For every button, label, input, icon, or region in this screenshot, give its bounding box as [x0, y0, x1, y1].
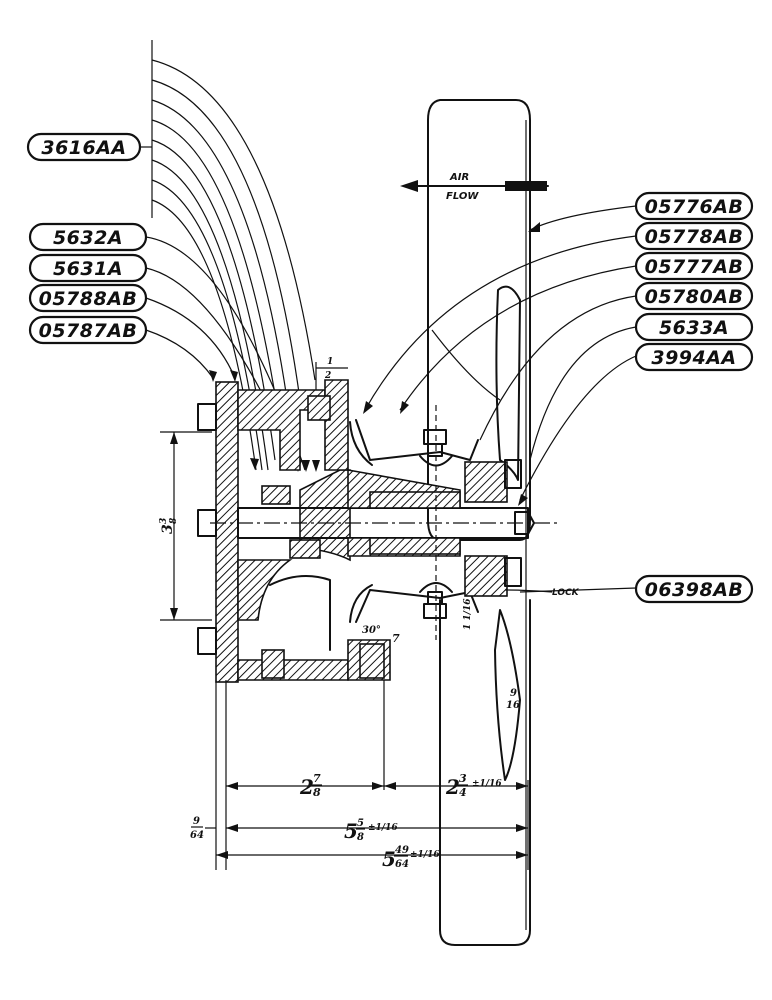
svg-text:7: 7: [313, 772, 321, 785]
dim-half: 1 2: [324, 357, 333, 381]
svg-text:64: 64: [190, 830, 204, 841]
callout-3994AA: 3994AA: [634, 342, 754, 372]
left-leader-lines: [140, 40, 317, 471]
callout-3616AA: 3616AA: [26, 132, 142, 162]
pump-body: [197, 379, 560, 683]
svg-text:05787AB: 05787AB: [39, 320, 138, 342]
svg-text:5632A: 5632A: [53, 227, 123, 249]
svg-text:64: 64: [395, 859, 409, 870]
svg-text:16: 16: [506, 700, 520, 711]
svg-text:9: 9: [193, 816, 200, 827]
lock-label: LOCK: [552, 588, 580, 598]
svg-text:9: 9: [510, 688, 517, 699]
callout-05788AB: 05788AB: [28, 283, 148, 313]
callout-5632A: 5632A: [28, 222, 148, 252]
svg-text:5: 5: [344, 819, 358, 843]
dim-1-1-16: 1 1/16: [463, 598, 473, 630]
right-leader-lines: [364, 205, 637, 593]
svg-text:5: 5: [382, 847, 396, 871]
svg-text:2: 2: [324, 371, 331, 381]
dim-9-64: 9 64: [190, 816, 204, 841]
svg-text:05778AB: 05778AB: [645, 226, 744, 248]
callout-05778AB: 05778AB: [634, 221, 754, 251]
flow-label: FLOW: [446, 191, 479, 202]
svg-text:5: 5: [357, 818, 364, 829]
callout-5631A: 5631A: [28, 253, 148, 283]
svg-text:06398AB: 06398AB: [645, 579, 744, 601]
dim-2-3-4: 2 3 4 ±1/16: [445, 772, 502, 799]
dim-7: 7: [392, 632, 400, 645]
dim-height: 3 3 8: [159, 517, 179, 534]
svg-text:3: 3: [160, 524, 176, 534]
svg-text:05776AB: 05776AB: [645, 196, 744, 218]
right-arrowheads: [363, 222, 540, 506]
svg-text:2: 2: [445, 775, 460, 799]
svg-text:49: 49: [395, 845, 409, 856]
dimension-lines: [160, 367, 529, 870]
callout-05777AB: 05777AB: [634, 251, 754, 281]
svg-text:3616AA: 3616AA: [41, 137, 126, 159]
svg-text:8: 8: [169, 517, 179, 524]
dim-angle: 30°: [362, 625, 381, 636]
svg-text:2: 2: [299, 775, 314, 799]
svg-text:±1/16: ±1/16: [472, 779, 502, 789]
air-label: AIR: [449, 172, 469, 183]
callout-05776AB: 05776AB: [634, 191, 754, 221]
svg-text:3994AA: 3994AA: [651, 347, 736, 369]
svg-text:1: 1: [327, 357, 333, 367]
svg-text:05788AB: 05788AB: [39, 288, 138, 310]
svg-text:3: 3: [159, 518, 169, 524]
fan-blade: [427, 99, 531, 946]
svg-text:3: 3: [459, 772, 467, 785]
svg-text:±1/16: ±1/16: [368, 823, 398, 833]
callout-05787AB: 05787AB: [28, 315, 148, 345]
callout-5633A: 5633A: [634, 312, 754, 342]
callout-05780AB: 05780AB: [634, 281, 754, 311]
svg-text:5633A: 5633A: [659, 317, 729, 339]
dim-5-49-64: 5 49 64 ±1/16: [382, 845, 440, 871]
svg-text:05780AB: 05780AB: [645, 286, 744, 308]
callout-06398AB: 06398AB: [634, 574, 754, 604]
svg-text:8: 8: [313, 786, 321, 799]
svg-text:8: 8: [357, 832, 364, 843]
svg-text:4: 4: [459, 786, 467, 799]
dim-arrowheads: [170, 432, 528, 859]
svg-text:±1/16: ±1/16: [410, 850, 440, 860]
dim-5-5-8: 5 5 8 ±1/16: [344, 818, 398, 843]
svg-text:5631A: 5631A: [53, 258, 123, 280]
air-flow-indicator: AIR FLOW: [400, 172, 549, 202]
dim-blade-pitch: 9 16: [506, 688, 520, 711]
dim-2-7-8: 2 7 8: [299, 772, 322, 799]
svg-text:05777AB: 05777AB: [645, 256, 744, 278]
